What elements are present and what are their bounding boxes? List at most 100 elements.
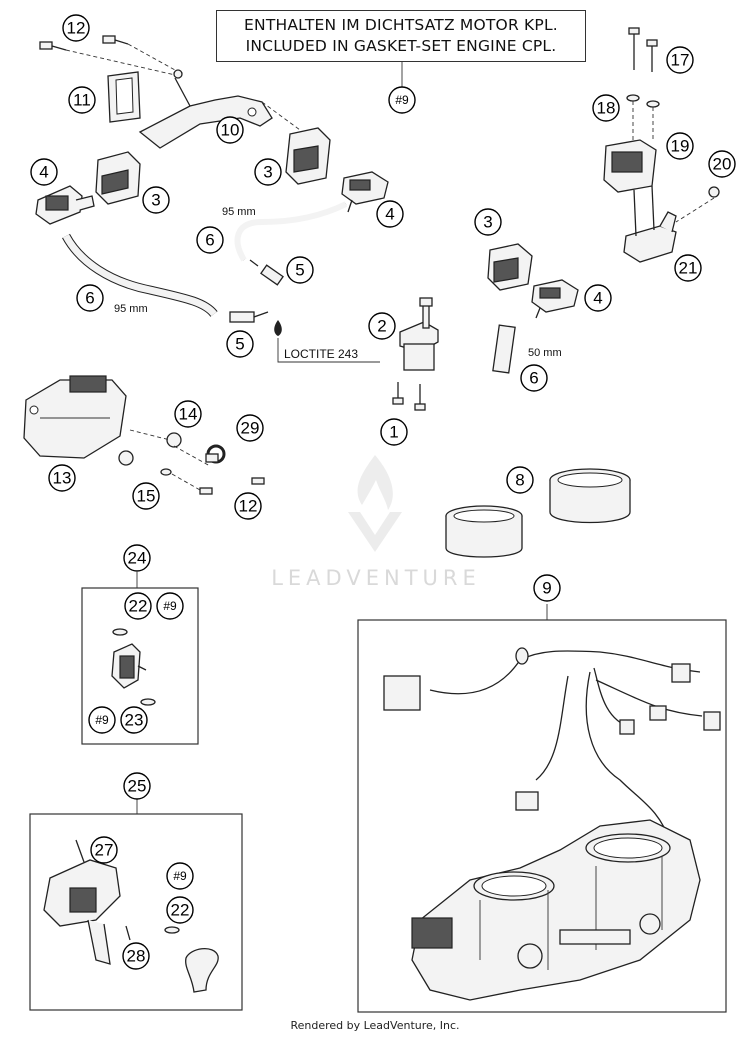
svg-text:4: 4 <box>593 289 602 308</box>
callout-6-top: 6 <box>196 226 224 254</box>
fitting-5-upper <box>249 259 284 286</box>
bolt-12-lower-a <box>251 477 265 485</box>
washer-18b <box>646 100 660 108</box>
callout-1: 1 <box>380 418 408 446</box>
callout-9-ref-sensor: #9 <box>166 862 194 890</box>
oring-23 <box>140 698 156 706</box>
svg-text:12: 12 <box>67 19 86 38</box>
callout-3-center: 3 <box>254 158 282 186</box>
sensor-4-left <box>35 185 95 225</box>
svg-text:12: 12 <box>239 497 258 516</box>
throttle-body <box>411 819 701 1001</box>
svg-text:19: 19 <box>671 137 690 156</box>
washer-18a <box>626 94 640 102</box>
callout-11: 11 <box>68 86 96 114</box>
svg-text:28: 28 <box>127 947 146 966</box>
bolt-12-right <box>102 35 129 45</box>
callout-24: 24 <box>123 544 151 572</box>
leader-dash <box>173 445 211 467</box>
callout-3-left: 3 <box>142 186 170 214</box>
callout-13: 13 <box>48 464 76 492</box>
callout-4-center: 4 <box>376 200 404 228</box>
svg-text:17: 17 <box>671 51 690 70</box>
hose-50-dim: 50 mm <box>528 347 562 359</box>
injector <box>111 643 147 689</box>
callout-18: 18 <box>592 94 620 122</box>
wiring-harness <box>383 647 721 859</box>
callout-5-upper: 5 <box>286 256 314 284</box>
bracket-10 <box>138 69 273 149</box>
intake-rubber-8a <box>445 505 523 558</box>
screw-1a-head <box>392 397 404 405</box>
bolt-17a-head <box>628 27 640 35</box>
harness-connector-e <box>515 791 539 811</box>
leader-dash <box>261 101 301 131</box>
svg-text:8: 8 <box>515 471 524 490</box>
svg-text:25: 25 <box>128 777 147 796</box>
relay-19 <box>603 139 657 193</box>
callout-10: 10 <box>216 116 244 144</box>
svg-text:14: 14 <box>179 405 198 424</box>
sensor-3-right <box>487 243 533 291</box>
hose-95-top-dim: 95 mm <box>222 206 256 218</box>
screw-1b-head <box>414 403 426 411</box>
screw-28 <box>125 925 131 941</box>
hose-95-left <box>62 234 217 317</box>
callout-3-right: 3 <box>474 208 502 236</box>
svg-text:3: 3 <box>483 213 492 232</box>
harness-connector-a <box>671 663 691 683</box>
sensor-assembly <box>43 859 121 965</box>
gasket-set-note: ENTHALTEN IM DICHTSATZ MOTOR KPL. INCLUD… <box>216 10 586 62</box>
callout-29: 29 <box>236 414 264 442</box>
svg-text:11: 11 <box>73 91 91 110</box>
hose-95-top <box>234 201 348 262</box>
harness-connector-c <box>703 711 721 731</box>
bolt-12-left <box>39 41 67 51</box>
svg-text:4: 4 <box>39 163 48 182</box>
oring-22b <box>164 926 180 934</box>
hose-50 <box>492 324 516 374</box>
callout-17: 17 <box>666 46 694 74</box>
valve-2 <box>399 297 439 371</box>
callout-12-top: 12 <box>62 14 90 42</box>
callout-21: 21 <box>674 254 702 282</box>
callout-9-ref: #9 <box>388 86 416 114</box>
bolt-17b-head <box>646 39 658 47</box>
harness-connector-d <box>619 719 635 735</box>
grommet-15 <box>118 450 134 466</box>
callout-6-right: 6 <box>520 364 548 392</box>
svg-text:6: 6 <box>205 231 214 250</box>
harness-main-connector <box>383 675 421 711</box>
grommet-14 <box>166 432 182 448</box>
svg-text:15: 15 <box>137 487 156 506</box>
callout-12-lower: 12 <box>234 492 262 520</box>
svg-text:2: 2 <box>377 317 386 336</box>
callout-9-ref-injector-top: #9 <box>156 592 184 620</box>
sensor-3-left <box>95 151 141 205</box>
callout-4-right: 4 <box>584 284 612 312</box>
svg-text:#9: #9 <box>395 93 409 107</box>
loctite-drop <box>274 320 282 336</box>
screw-27 <box>75 839 85 863</box>
callout-28: 28 <box>122 942 150 970</box>
loctite-label: LOCTITE 243 <box>284 347 358 361</box>
svg-text:27: 27 <box>95 841 114 860</box>
svg-text:6: 6 <box>85 289 94 308</box>
injector-box-frame <box>81 587 199 745</box>
svg-text:5: 5 <box>295 261 304 280</box>
harness-connector-b <box>649 705 667 721</box>
callout-9: 9 <box>533 574 561 602</box>
svg-text:#9: #9 <box>163 599 177 613</box>
clamp-29 <box>205 444 226 464</box>
callout-25: 25 <box>123 772 151 800</box>
callout-19: 19 <box>666 132 694 160</box>
svg-text:20: 20 <box>713 155 732 174</box>
intake-rubber-8b <box>549 468 631 524</box>
note-line-english: INCLUDED IN GASKET-SET ENGINE CPL. <box>245 37 557 55</box>
bracket-21 <box>623 185 677 263</box>
bolt-12-lower-b <box>199 487 213 495</box>
svg-text:29: 29 <box>241 419 260 438</box>
svg-text:1: 1 <box>389 423 398 442</box>
washer-15 <box>160 468 172 476</box>
sensor-4-right <box>531 279 579 319</box>
